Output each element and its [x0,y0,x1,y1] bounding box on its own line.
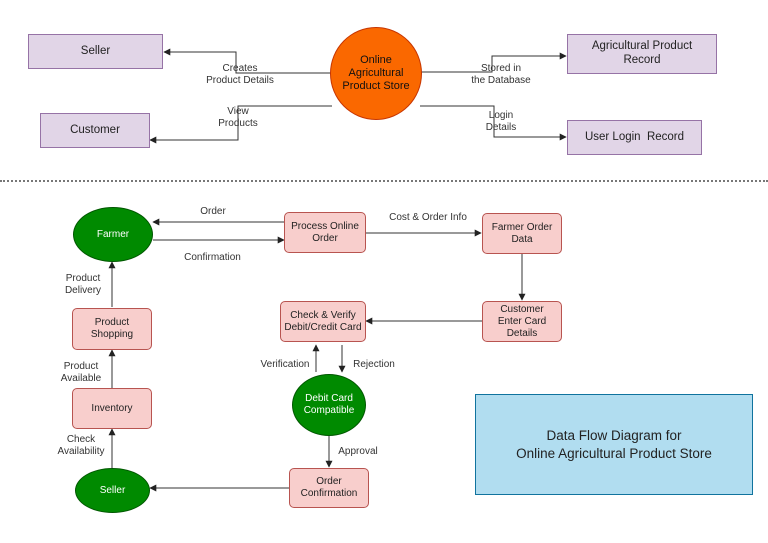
login-record-entity: User Login Record [567,120,702,155]
order-confirmation-node: Order Confirmation [289,468,369,508]
edge-creates [163,48,332,74]
inventory-label: Inventory [91,402,133,414]
seller-node-label: Seller [99,484,126,496]
seller-node: Seller [75,468,150,513]
check-verify-label: Check & Verify Debit/Credit Card [284,309,362,333]
check-verify-node: Check & Verify Debit/Credit Card [280,301,366,342]
edge-view [149,105,332,144]
seller-entity-label: Seller [80,44,111,57]
customer-card-node: Customer Enter Card Details [482,301,562,342]
label-view-products: View Products [218,106,258,129]
diagram-title: Data Flow Diagram for Online Agricultura… [475,394,753,495]
customer-entity-label: Customer [70,123,120,136]
customer-entity: Customer [40,113,150,148]
label-product-available: Product Available [60,361,102,384]
product-record-entity: Agricultural Product Record [567,34,717,74]
debit-compatible-node: Debit Card Compatible [292,374,366,436]
diagram-title-text: Data Flow Diagram for Online Agricultura… [516,427,712,461]
farmer-label: Farmer [96,228,130,240]
product-shopping-label: Product Shopping [90,317,134,340]
section-divider [0,180,768,182]
product-shopping-node: Product Shopping [72,308,152,350]
label-check-availability: Check Availability [57,434,105,457]
farmer-order-data-node: Farmer Order Data [482,213,562,254]
label-product-delivery: Product Delivery [64,273,102,296]
store-process-label: Online Agricultural Product Store [342,53,410,93]
debit-compatible-label: Debit Card Compatible [303,393,355,416]
process-order-label: Process Online Order [291,220,359,244]
edge-stored [420,52,567,73]
label-verification: Verification [260,359,310,370]
label-approval: Approval [338,446,378,457]
process-order-node: Process Online Order [284,212,366,253]
label-order: Order [200,206,226,217]
label-rejection: Rejection [353,359,395,370]
farmer-order-data-label: Farmer Order Data [491,221,553,245]
label-confirmation: Confirmation [184,252,241,263]
store-process: Online Agricultural Product Store [330,27,422,120]
seller-entity: Seller [28,34,163,69]
inventory-node: Inventory [72,388,152,429]
edge-login [420,105,567,141]
order-confirmation-label: Order Confirmation [300,476,358,499]
customer-card-label: Customer Enter Card Details [497,303,547,339]
farmer-node: Farmer [73,207,153,262]
label-creates: Creates Product Details [206,63,274,86]
product-record-label: Agricultural Product Record [591,40,693,66]
label-cost-order-info: Cost & Order Info [389,212,467,223]
label-login-details: Login Details [485,110,517,133]
login-record-label: User Login Record [584,130,685,143]
label-stored: Stored in the Database [471,63,531,86]
